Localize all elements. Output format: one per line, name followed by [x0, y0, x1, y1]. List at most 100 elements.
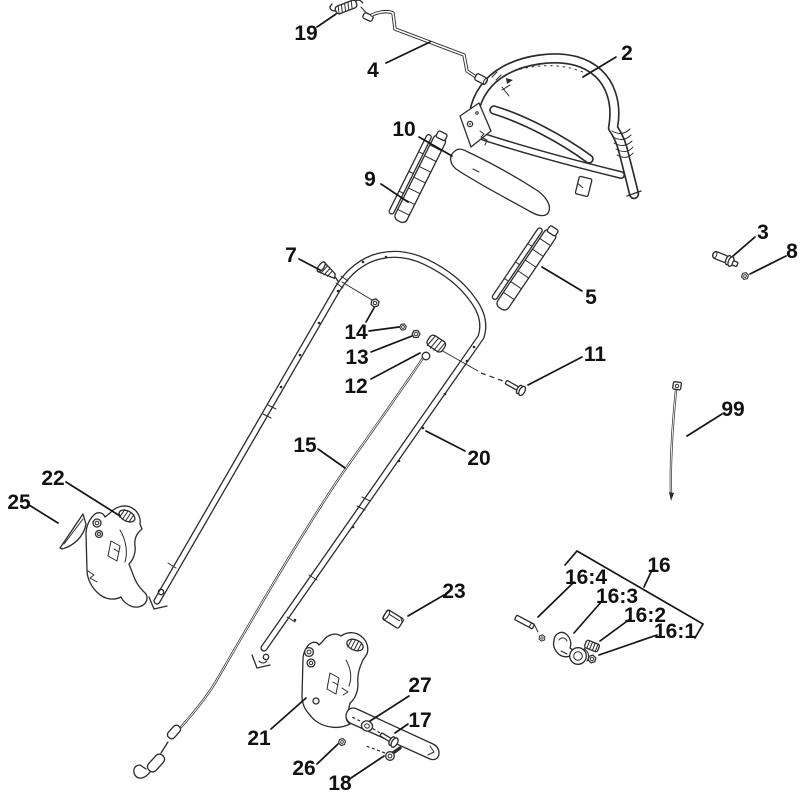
- group-bracket-line: [564, 549, 705, 639]
- nut-hole: [743, 274, 747, 278]
- bracket-fold-line: [119, 529, 127, 563]
- bolt-axis-dash: [371, 727, 381, 734]
- tube-joint-tick: [262, 404, 277, 419]
- callout-15: 15: [293, 434, 317, 457]
- bolt-tip: [334, 276, 339, 283]
- lower-handle-tube-fill: [154, 252, 486, 651]
- nut-hole: [413, 331, 419, 337]
- bracket-boss-hole: [308, 660, 314, 666]
- leader-20: [425, 430, 466, 452]
- leader-17: [394, 723, 409, 734]
- callout-2: 2: [621, 42, 633, 65]
- bracket-boss-ring: [92, 518, 102, 528]
- leader-12: [370, 352, 421, 380]
- bracket-notch: [87, 570, 98, 583]
- part-bolt-18: [365, 745, 402, 761]
- leader-16: [643, 569, 653, 588]
- arm-end-notch: [427, 745, 435, 756]
- callout-16: 16: [647, 554, 670, 577]
- nut-hex: [411, 329, 421, 339]
- leader-2: [582, 56, 617, 78]
- bracket-detail: [341, 687, 349, 696]
- tube-end-cut: [148, 596, 168, 610]
- nut-hole: [401, 325, 405, 329]
- part-nut-13: [411, 329, 421, 339]
- bolt-axis-line: [341, 281, 373, 301]
- wedge-inner-line: [63, 518, 84, 545]
- bolt-head: [385, 751, 395, 761]
- part-grip-strip-5: [491, 225, 559, 311]
- bracket-hole: [312, 697, 320, 705]
- group-16-assembly: [514, 549, 705, 665]
- companion-ticks: [503, 243, 533, 282]
- callout-9: 9: [364, 168, 376, 191]
- part-grip-strip-9: [388, 130, 448, 224]
- tube-end-cut: [251, 654, 271, 669]
- bracket-boss-hole: [97, 532, 101, 536]
- part-right-bracket: [301, 632, 440, 761]
- leader-8: [749, 255, 787, 275]
- bracket-grip-ribs: [118, 509, 136, 523]
- callout-16-1: 16:1: [654, 620, 696, 643]
- washer-hole: [364, 723, 370, 729]
- handle-end-cap: [626, 190, 642, 197]
- washer-outer: [360, 720, 374, 732]
- bolt-ribs: [320, 265, 334, 277]
- part-bolt-11: [480, 372, 527, 397]
- nut-hex: [370, 298, 380, 308]
- part-cable-knob-12: [421, 334, 479, 372]
- callout-22: 22: [41, 467, 64, 490]
- callout-23: 23: [442, 580, 465, 603]
- tube-joint-tick: [308, 574, 318, 581]
- tie-head: [672, 381, 682, 391]
- spring-hook-right: [354, 0, 364, 4]
- leader-27: [369, 695, 410, 722]
- bracket-boss-hole: [306, 649, 312, 655]
- leader-23: [407, 594, 445, 617]
- callout-13: 13: [345, 346, 368, 369]
- handle-coil-section: [611, 128, 634, 158]
- bracket-boss-ring: [303, 646, 315, 658]
- part-wedge-25: [59, 513, 87, 550]
- tube-end-hole: [262, 653, 270, 661]
- bracket-grip-ribs: [346, 638, 364, 652]
- nut-hex: [399, 323, 407, 331]
- part-nut-8: [740, 272, 750, 280]
- leader-11: [527, 356, 583, 386]
- callout-16-4: 16:4: [565, 566, 607, 589]
- knob-ribs: [426, 335, 446, 353]
- tie-head-hole: [674, 383, 680, 389]
- leader-15: [317, 448, 346, 469]
- bail-pivot-marks: [501, 84, 511, 97]
- bolt-axis-dash: [365, 745, 386, 754]
- callout-20: 20: [467, 447, 490, 470]
- callout-25: 25: [7, 491, 31, 514]
- leader-16-3: [573, 600, 603, 634]
- tie-tip: [669, 492, 674, 501]
- leader-14a: [365, 307, 375, 323]
- part-control-cable: [133, 356, 425, 779]
- leader-25: [28, 504, 59, 524]
- callout-10: 10: [392, 118, 415, 141]
- leader-26: [316, 743, 339, 765]
- grip-end-cap: [435, 130, 448, 142]
- part-nut-26: [338, 737, 346, 747]
- spacer-cap: [382, 610, 391, 620]
- bracket-21-body: [301, 632, 369, 729]
- leader-7: [298, 258, 321, 271]
- plate-hole-small: [475, 111, 479, 115]
- grip-end-cap: [546, 225, 559, 237]
- leader-10: [418, 136, 453, 157]
- callout-3: 3: [757, 221, 769, 244]
- part-upper-handle: [459, 53, 642, 200]
- leader-16-2: [599, 618, 631, 642]
- callout-4: 4: [367, 59, 379, 82]
- part-washer-27: [351, 716, 374, 732]
- cover-outline: [449, 148, 551, 217]
- part-bolt-17: [371, 727, 399, 748]
- callout-16-3: 16:3: [596, 585, 638, 608]
- callout-16-2: 16:2: [624, 604, 666, 627]
- callout-17: 17: [408, 709, 431, 732]
